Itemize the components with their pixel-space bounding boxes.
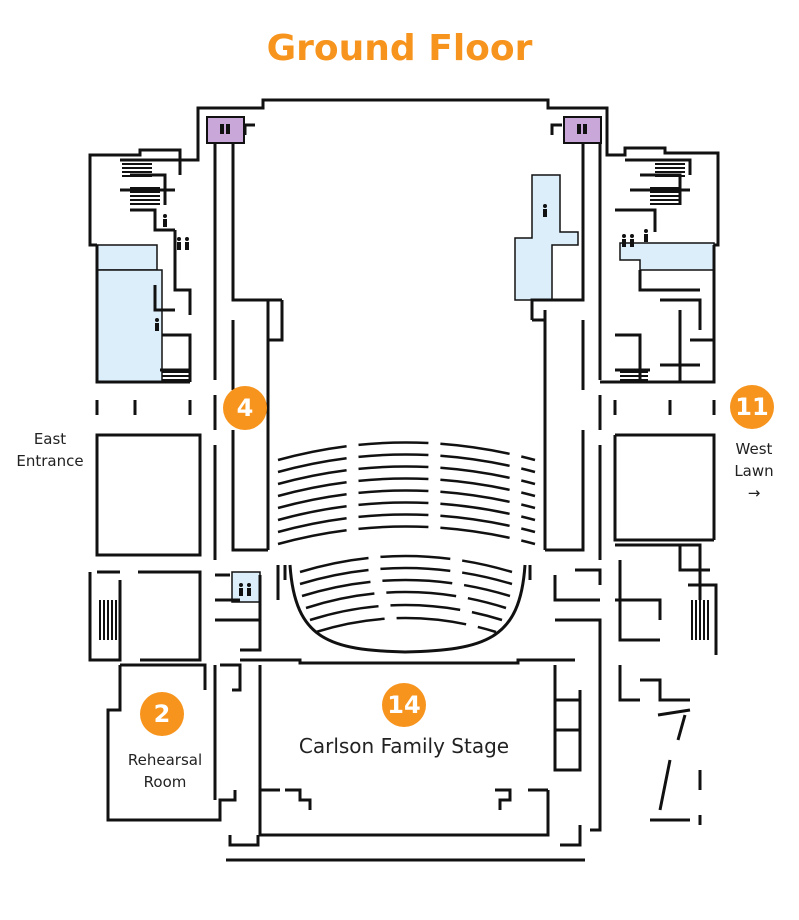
- elevator-areas: [206, 116, 602, 144]
- location-marker-2[interactable]: 2: [140, 692, 184, 736]
- location-marker-4[interactable]: 4: [223, 386, 267, 430]
- location-marker-14[interactable]: 14: [382, 683, 426, 727]
- west-lawn-line1: West: [735, 440, 773, 458]
- restroom-icon: [155, 204, 648, 596]
- east-entrance-label: East Entrance: [10, 428, 90, 472]
- rehearsal-line2: Room: [143, 773, 187, 791]
- location-marker-11[interactable]: 11: [730, 385, 774, 429]
- east-entrance-line2: Entrance: [16, 452, 84, 470]
- restroom-areas: [96, 174, 715, 603]
- map-title: Ground Floor: [266, 28, 533, 69]
- elevator-icon: [220, 124, 587, 134]
- seating-rows: [277, 441, 536, 634]
- rehearsal-room-label: Rehearsal Room: [115, 749, 215, 793]
- stairs: [99, 159, 709, 640]
- stage-label: Carlson Family Stage: [298, 734, 510, 758]
- rehearsal-line1: Rehearsal: [127, 751, 203, 769]
- west-lawn-arrow-icon: →: [747, 484, 761, 502]
- west-lawn-line2: Lawn: [734, 462, 774, 480]
- east-entrance-line1: East: [33, 430, 67, 448]
- west-lawn-label: West Lawn →: [724, 438, 784, 504]
